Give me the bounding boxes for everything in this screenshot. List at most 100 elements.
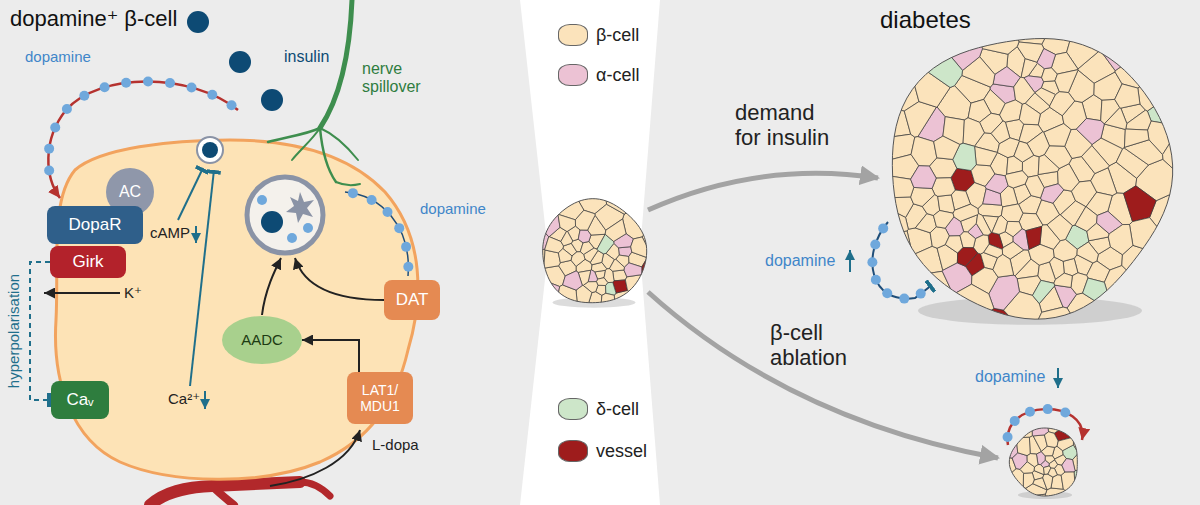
islet-cell xyxy=(887,301,942,357)
dopamine-molecule xyxy=(1025,407,1035,417)
dopamine-molecule xyxy=(44,166,54,176)
channel-box: Caᵥ xyxy=(51,381,109,419)
islet-cell xyxy=(985,174,1008,194)
node-text: DopaR xyxy=(69,215,122,235)
islet-cell xyxy=(1041,446,1054,456)
islet-cells xyxy=(848,0,1200,357)
islet-cell xyxy=(632,184,661,223)
islet-cell xyxy=(1023,473,1034,489)
islet-cell xyxy=(558,214,576,231)
islet-cell xyxy=(1045,488,1066,505)
islet-cell xyxy=(1104,108,1127,130)
islet-cell xyxy=(558,249,572,263)
islet-cell xyxy=(976,213,991,235)
node-text: Girk xyxy=(72,252,103,272)
node-text: Caᵥ xyxy=(66,390,93,410)
transporter-box: DAT xyxy=(384,280,440,320)
dopamine-molecule xyxy=(882,288,892,298)
islet-cell xyxy=(1025,175,1044,198)
islet-cell xyxy=(1124,129,1149,147)
islet-cell xyxy=(1045,456,1054,464)
islet-cell xyxy=(965,0,1008,32)
legend-text: vessel xyxy=(596,441,647,462)
loading-arrow xyxy=(262,258,281,315)
panel-fill xyxy=(0,0,548,505)
dopamine-molecule xyxy=(871,275,881,285)
islet-cell xyxy=(1007,0,1051,28)
islet-cell xyxy=(993,254,1014,277)
legend-item: α-cell xyxy=(558,64,639,86)
dopamine-molecule xyxy=(394,223,404,233)
dopamine-molecule xyxy=(1060,407,1070,417)
dopamine-molecule xyxy=(44,144,54,154)
islet-cell xyxy=(1027,454,1038,467)
islet-cell xyxy=(631,237,652,258)
islet-cell xyxy=(953,204,978,221)
dopamine-molecule xyxy=(50,123,60,133)
islet-outline xyxy=(892,39,1172,320)
islet-cell xyxy=(1076,118,1104,144)
islet-cell xyxy=(848,219,882,285)
islet-cell xyxy=(957,248,977,267)
transition-arrow xyxy=(648,173,878,210)
islet-cell xyxy=(561,231,573,246)
islet-cell xyxy=(848,174,885,220)
dopamine-molecule xyxy=(187,82,197,92)
dopamine-feedback-loop xyxy=(1007,409,1082,445)
islet-cell xyxy=(1044,432,1058,448)
molecule-label: insulin xyxy=(284,48,329,66)
legend-text: δ-cell xyxy=(596,399,639,420)
dopamine-molecule xyxy=(121,78,131,88)
islet-cell xyxy=(1054,273,1073,287)
dopamine-molecule xyxy=(348,188,358,198)
islet-cell xyxy=(947,284,994,322)
islets xyxy=(526,0,1200,505)
spillover-path xyxy=(345,192,408,276)
islet-cell xyxy=(1146,34,1200,87)
islet-cell xyxy=(580,241,594,254)
islet-cell xyxy=(1019,103,1040,124)
dopamine-molecule xyxy=(1003,432,1013,442)
islet-cell xyxy=(1174,59,1200,128)
islet-cell xyxy=(1165,272,1200,329)
dopamine-molecule xyxy=(207,90,217,100)
legend-item: β-cell xyxy=(558,24,639,46)
blood-vessel xyxy=(150,482,330,505)
islet-cell xyxy=(526,184,554,213)
vessel-branch xyxy=(300,482,330,496)
decrease-arrow xyxy=(1057,368,1059,388)
dopamine-molecule xyxy=(878,223,888,233)
islet-cell xyxy=(1153,0,1200,54)
vesicle-membrane xyxy=(247,177,323,253)
islet-cell xyxy=(636,284,661,319)
potassium-efflux-arrow xyxy=(44,292,120,294)
channel-box: Girk xyxy=(50,246,126,278)
islet-cell xyxy=(1129,263,1173,316)
islet-cell xyxy=(1066,486,1089,505)
islet-cell xyxy=(1164,218,1200,272)
dopamine-molecule xyxy=(62,104,72,114)
islet xyxy=(848,0,1200,357)
insulin-granule xyxy=(229,51,251,73)
node-text: LAT1/ MDU1 xyxy=(354,382,406,414)
exocytosis-site xyxy=(197,137,223,163)
islet-cell xyxy=(1098,0,1156,39)
islet-cell xyxy=(934,136,960,159)
islet-cell xyxy=(590,304,618,319)
molecule-label: dopamine xyxy=(420,200,486,217)
islet-cell xyxy=(1122,245,1166,276)
node-text: AADC xyxy=(241,331,283,348)
islet-cell xyxy=(617,297,649,319)
dopamine-molecule xyxy=(100,82,110,92)
node-text: DAT xyxy=(396,290,429,310)
islet-cell xyxy=(1173,161,1200,219)
molecule-label: dopamine xyxy=(975,368,1045,386)
dopamine-molecule xyxy=(257,195,267,205)
dopamine-molecule xyxy=(367,195,377,205)
islet-cell xyxy=(1100,31,1148,71)
islet-cell xyxy=(526,297,560,320)
islet-cell xyxy=(624,263,642,277)
islet-cell xyxy=(911,166,937,189)
islet-cell xyxy=(1130,218,1168,256)
islet-cell xyxy=(979,22,1019,54)
